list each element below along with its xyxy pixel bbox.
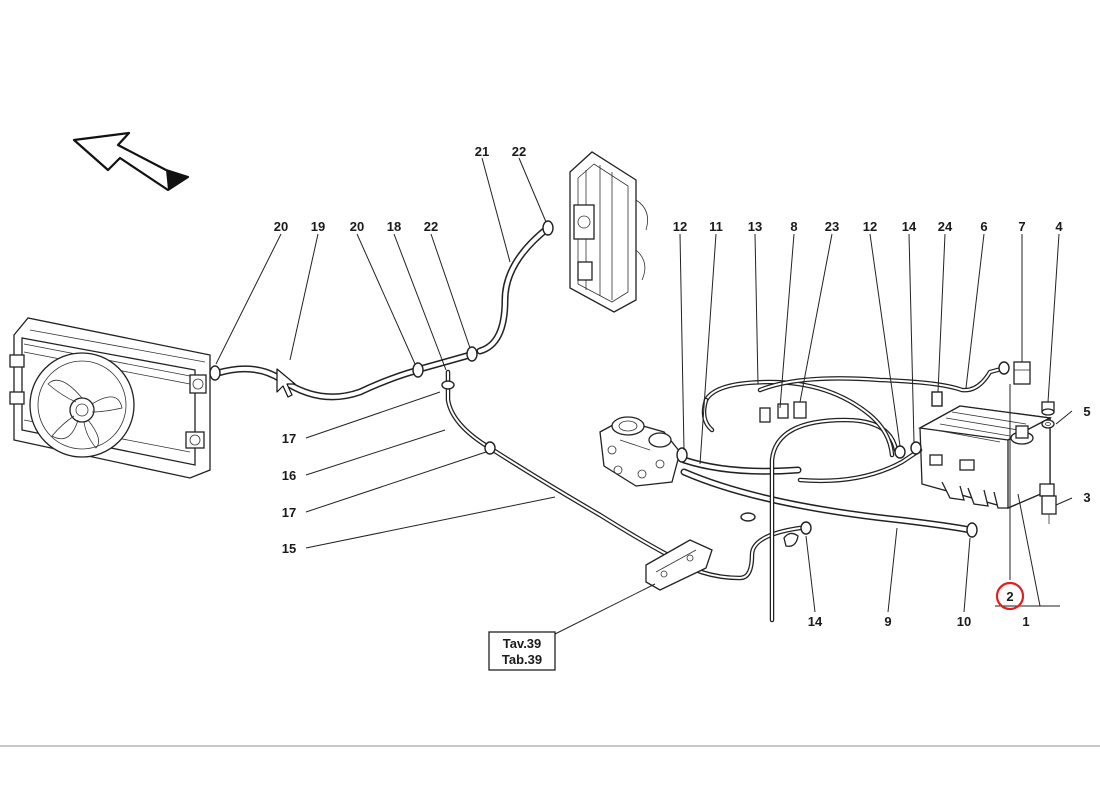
leader-lines [215,157,1073,635]
mouse-cursor-icon [276,368,296,398]
callout-20: 20 [350,219,364,234]
table-ref-line-2: Tab.39 [502,652,542,667]
callout-13: 13 [748,219,762,234]
callout-21: 21 [475,144,489,159]
rear-radiator-assembly [569,151,649,313]
callout-24: 24 [938,219,953,234]
callout-23: 23 [825,219,839,234]
callout-12: 12 [673,219,687,234]
hose-11 [680,456,802,475]
callout-3: 3 [1083,490,1090,505]
callout-22: 22 [424,219,438,234]
callout-18: 18 [387,219,401,234]
callout-17: 17 [282,505,296,520]
callout-8: 8 [790,219,797,234]
callout-2-highlight-ring [995,581,1025,611]
tank-cap-parts [1013,361,1057,524]
callout-5: 5 [1083,404,1090,419]
table-reference-box[interactable]: Tav.39 Tab.39 [488,631,556,671]
mounting-bracket [645,539,713,591]
direction-arrow-icon [72,131,190,192]
pipe-13 [701,379,899,623]
callout-2[interactable]: 2 [1006,589,1013,604]
hose-21 [476,224,552,355]
callout-10: 10 [957,614,971,629]
pipe-6 [757,365,1008,393]
hose-18 [416,351,474,373]
callout-15: 15 [282,541,296,556]
pipe-16 [445,369,493,451]
callout-4: 4 [1055,219,1063,234]
callout-1: 1 [1022,614,1029,629]
pipe-clips [759,401,807,547]
callout-16: 16 [282,468,296,483]
hose-clamps [209,220,1010,538]
expansion-tank [917,405,1055,509]
callout-12: 12 [863,219,877,234]
callout-7: 7 [1018,219,1025,234]
callout-11: 11 [709,219,723,234]
thermostat-housing [599,416,681,487]
hose-14 [797,447,923,484]
callout-9: 9 [884,614,891,629]
hose-19 [214,365,419,401]
hose-9 [680,468,974,534]
table-ref-line-1: Tav.39 [503,636,542,651]
callout-14: 14 [808,614,823,629]
callout-6: 6 [980,219,987,234]
left-radiator-fan-assembly [9,317,211,479]
callout-19: 19 [311,219,325,234]
callout-14: 14 [902,219,917,234]
callout-numbers: 20 19 20 18 22 21 22 12 11 13 8 23 12 14… [274,144,1091,629]
callout-17: 17 [282,431,296,446]
callout-20: 20 [274,219,288,234]
callout-22: 22 [512,144,526,159]
